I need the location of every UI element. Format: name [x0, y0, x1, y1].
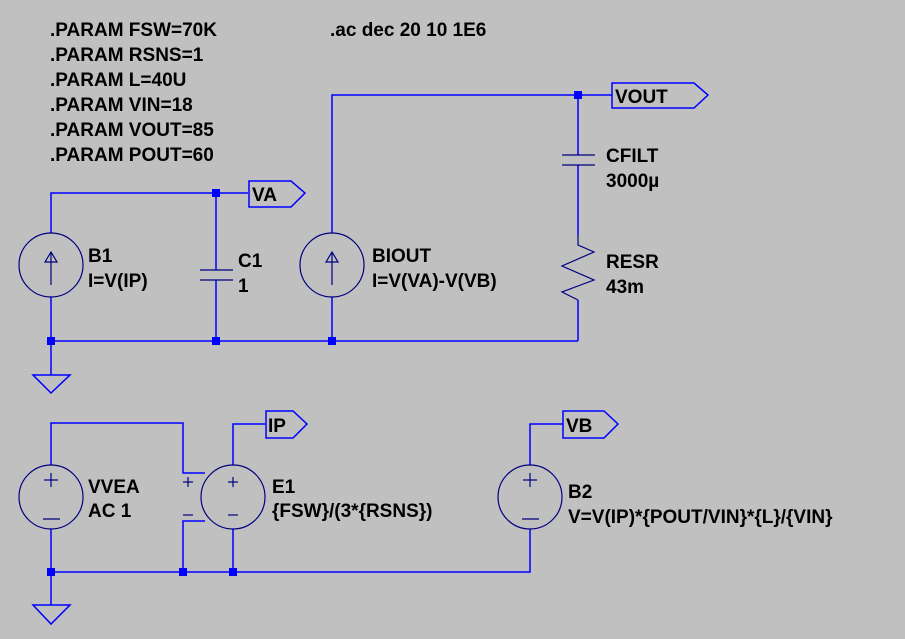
resistor-resr[interactable]: RESR 43m: [560, 235, 659, 301]
arrow-up-icon: [324, 250, 340, 263]
svg-text:VVEA: VVEA: [88, 477, 140, 498]
vcvs-e1[interactable]: E1 {FSW}/(3*{RSNS}): [183, 464, 432, 530]
svg-text:IP[interactable]: IP: [268, 416, 286, 437]
svg-text:AC 1[interactable]: AC 1: [88, 501, 132, 522]
capacitor-cfilt[interactable]: CFILT 3000µ: [562, 146, 659, 192]
svg-text:RESR: RESR: [606, 252, 659, 273]
param-l[interactable]: .PARAM L=40U: [50, 70, 186, 91]
svg-text:VOUT[interactable]: VOUT: [615, 87, 668, 108]
param-rsns[interactable]: .PARAM RSNS=1: [50, 45, 204, 66]
net-flag-vb[interactable]: VB: [562, 410, 620, 439]
net-flag-va[interactable]: VA: [248, 180, 307, 208]
svg-text:43m[interactable]: 43m: [606, 277, 644, 298]
svg-text:V=V(IP)*{POUT/VIN}*{L}/{VIN}[interactable]: V=V(IP)*{POUT/VIN}*{L}/{VIN}: [568, 507, 833, 528]
param-pout[interactable]: .PARAM POUT=60: [50, 145, 214, 166]
svg-text:I=V(VA)-V(VB)[interactable]: I=V(VA)-V(VB): [372, 271, 497, 292]
arrow-up-icon: [43, 250, 59, 263]
svg-text:3000µ[interactable]: 3000µ: [606, 171, 659, 192]
svg-text:VB[interactable]: VB: [566, 416, 592, 437]
svg-text:CFILT: CFILT: [606, 146, 659, 167]
svg-text:B2: B2: [568, 482, 592, 503]
param-vout[interactable]: .PARAM VOUT=85: [50, 120, 214, 141]
svg-text:E1: E1: [272, 477, 296, 498]
svg-text:BIOUT: BIOUT: [372, 246, 432, 267]
param-vin[interactable]: .PARAM VIN=18: [50, 95, 193, 116]
ground-icon[interactable]: [31, 604, 72, 626]
net-flag-ip[interactable]: IP: [265, 410, 309, 439]
ground-icon[interactable]: [31, 374, 72, 395]
svg-text:C1: C1: [238, 251, 263, 272]
spice-directives[interactable]: .PARAM FSW=70K .PARAM RSNS=1 .PARAM L=40…: [50, 20, 486, 166]
svg-text:{FSW}/(3*{RSNS})[interactable]: {FSW}/(3*{RSNS}): [272, 501, 432, 522]
svg-text:VA[interactable]: VA: [252, 185, 277, 206]
current-source-b1[interactable]: B1 I=V(IP): [18, 232, 148, 298]
svg-text:1[interactable]: 1: [238, 276, 249, 297]
net-flag-vout[interactable]: VOUT: [611, 82, 710, 109]
voltage-source-vvea[interactable]: VVEA AC 1: [18, 464, 140, 530]
voltage-source-b2[interactable]: B2 V=V(IP)*{POUT/VIN}*{L}/{VIN}: [497, 464, 833, 530]
junctions: [47, 91, 582, 576]
ac-analysis-directive[interactable]: .ac dec 20 10 1E6: [330, 20, 486, 41]
svg-text:I=V(IP)[interactable]: I=V(IP): [88, 271, 148, 292]
wires[interactable]: [50, 94, 612, 605]
current-source-biout[interactable]: BIOUT I=V(VA)-V(VB): [299, 232, 497, 298]
svg-text:B1: B1: [88, 246, 113, 267]
param-fsw[interactable]: .PARAM FSW=70K: [50, 20, 217, 41]
capacitor-c1[interactable]: C1 1: [200, 251, 263, 297]
